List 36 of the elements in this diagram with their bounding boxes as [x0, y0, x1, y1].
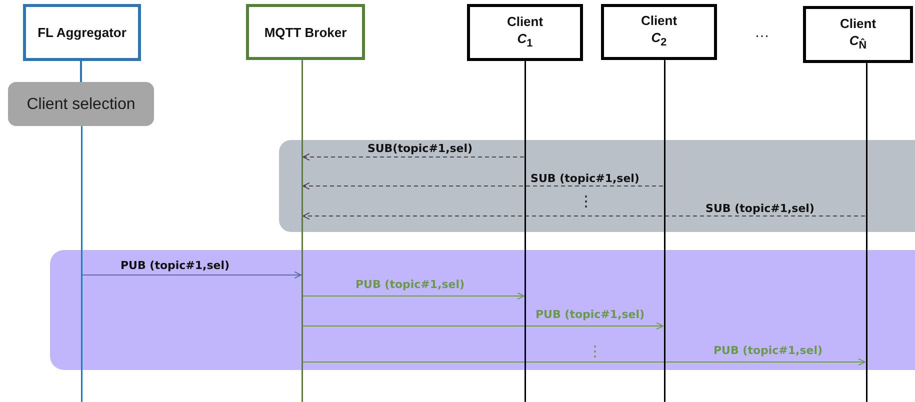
ellipsis: ⋮ [578, 192, 594, 210]
message-arrow [302, 212, 866, 220]
message-arrow [302, 292, 524, 300]
lifeline [864, 63, 868, 402]
message-label: PUB (topic#1,sel) [713, 344, 823, 357]
process-box [8, 82, 154, 126]
step-label: Client selection [26, 96, 136, 112]
participant-box [803, 6, 913, 63]
message-label: SUB (topic#1,sel) [706, 202, 814, 215]
lifeline [80, 126, 82, 402]
message-arrow [302, 322, 664, 330]
message-label: SUB (topic#1,sel) [530, 172, 640, 185]
message-arrow [82, 271, 302, 279]
participant-box [467, 4, 583, 61]
ellipsis: … [754, 24, 770, 41]
participant-name: Client [640, 12, 678, 30]
participant-name: MQTT Broker [264, 24, 347, 40]
participant-name: FL Aggregator [38, 24, 126, 41]
participant-box [601, 4, 717, 60]
participant-name: C$_{N̂}$ [849, 32, 867, 54]
message-arrow [302, 182, 664, 190]
message-label: PUB (topic#1,sel) [355, 278, 465, 291]
ellipsis: ⋮ [588, 342, 602, 360]
lifeline [662, 60, 666, 402]
lifeline [524, 61, 526, 402]
message-arrow [302, 153, 524, 161]
message-label: SUB(topic#1,sel) [367, 142, 473, 155]
participant-name: C$_{2}$ [651, 29, 667, 51]
participant-name: Client [840, 14, 876, 32]
participant-box [246, 4, 365, 60]
message-label: PUB (topic#1,sel) [535, 308, 645, 321]
message-label: PUB (topic#1,sel) [120, 259, 230, 272]
participant-name: Client [506, 12, 544, 30]
message-arrow [302, 358, 866, 366]
lifeline [300, 60, 304, 402]
participant-name: C$_{1}$ [517, 30, 533, 52]
